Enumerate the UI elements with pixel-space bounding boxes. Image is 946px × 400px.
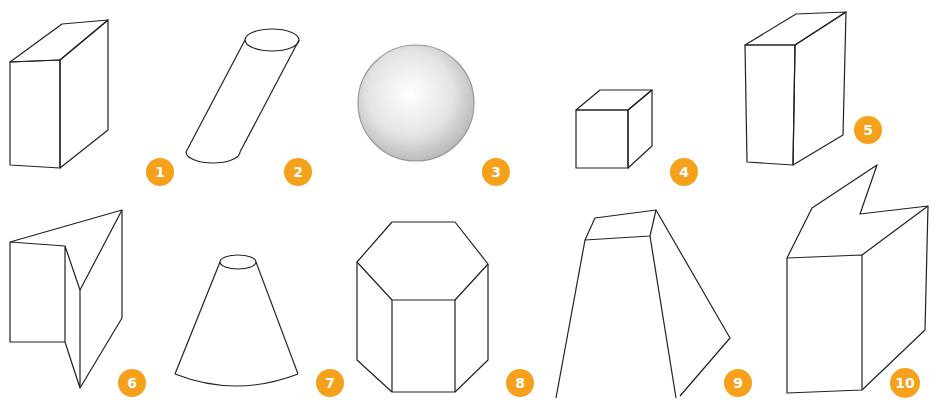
callout-number: 6 (118, 369, 146, 397)
callout-text: 3 (491, 164, 501, 180)
frustum-shape (175, 255, 298, 386)
callout-number: 4 (670, 158, 698, 186)
cube-shape (576, 90, 652, 168)
callout-text: 7 (325, 375, 335, 391)
callout-text: 9 (733, 375, 743, 391)
callout-number: 8 (506, 369, 534, 397)
callout-number: 2 (284, 158, 312, 186)
callout-number: 7 (316, 369, 344, 397)
sphere-shape (358, 45, 474, 161)
callout-text: 8 (515, 375, 525, 391)
callout-number: 5 (854, 116, 882, 144)
callout-number: 9 (724, 369, 752, 397)
notched-solid-shape (10, 210, 122, 388)
callout-text: 6 (127, 375, 137, 391)
slab-shape (745, 12, 846, 165)
callout-text: 10 (895, 375, 914, 391)
hexagonal-prism-shape (357, 222, 488, 392)
callout-text: 5 (863, 122, 873, 138)
prism-shape (10, 20, 108, 168)
tapered-solid-shape (556, 210, 730, 398)
callout-number: 1 (146, 158, 174, 186)
callout-text: 1 (155, 164, 165, 180)
callout-text: 2 (293, 164, 303, 180)
notched-box-shape (787, 165, 928, 393)
cylinder-shape (186, 29, 299, 163)
callout-number: 3 (482, 158, 510, 186)
callout-number: 10 (890, 368, 920, 398)
callout-text: 4 (679, 164, 689, 180)
